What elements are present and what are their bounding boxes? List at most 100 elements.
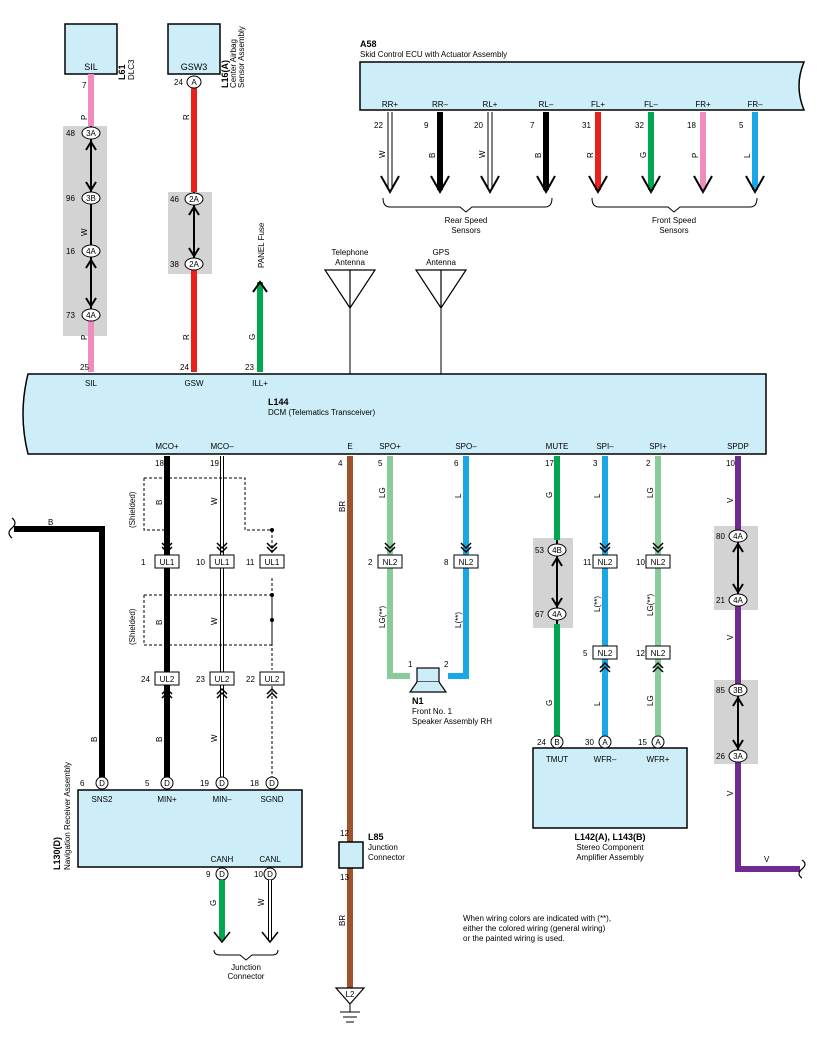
ul1-conn-11: UL1 11 — [246, 542, 285, 569]
telephone-antenna: Telephone Antenna — [323, 248, 377, 374]
svg-text:B: B — [428, 153, 437, 158]
canh-color: G — [209, 900, 218, 906]
ul2-conn-24: UL2 24 — [141, 671, 180, 699]
svg-text:D: D — [219, 779, 225, 788]
sil-pin-7: 7 — [82, 81, 87, 90]
svg-text:E: E — [347, 442, 352, 451]
conn-3a-top — [81, 126, 101, 140]
svg-text:A: A — [191, 78, 197, 87]
conn-2a-bot-label: 2A — [189, 260, 199, 269]
svg-text:SPDP: SPDP — [727, 442, 749, 451]
svg-text:UL1: UL1 — [215, 558, 230, 567]
e-ground-wire: BR BR 12 13 L85 Junction Connector L2 — [334, 456, 405, 1023]
svg-text:FR–: FR– — [747, 100, 763, 109]
svg-text:B: B — [534, 153, 543, 158]
svg-text:SPO+: SPO+ — [379, 442, 401, 451]
conn-4b-label: 4B — [552, 546, 562, 555]
gsw-color-bot: R — [182, 334, 191, 340]
a58-pin-FR–: FR–5L — [739, 100, 765, 195]
svg-text:11: 11 — [246, 558, 255, 567]
l144-pin-SPO+: SPO+ 5 — [378, 442, 401, 468]
spo-wires: LG L LG(**) L(**) 1 2 N1 Front No. 1 Spe… — [378, 456, 492, 726]
rear-speed-label1: Rear Speed — [445, 216, 488, 225]
spdp-color-2: V — [726, 634, 735, 640]
svg-text:W: W — [478, 150, 487, 158]
n1-pin2: 2 — [444, 660, 449, 669]
spdp-color-4: V — [764, 855, 770, 864]
spo-minus-color-low: L(**) — [454, 612, 463, 628]
l85-pin-top: 12 — [340, 829, 349, 838]
svg-text:WFR+: WFR+ — [647, 755, 670, 764]
svg-text:5: 5 — [378, 459, 383, 468]
svg-text:D: D — [267, 870, 273, 879]
conn-3a-top-num: 48 — [66, 129, 75, 138]
svg-text:12: 12 — [636, 649, 645, 658]
telephone-antenna-line2: Antenna — [335, 258, 365, 267]
note-line1: When wiring colors are indicated with (*… — [463, 914, 611, 923]
svg-text:RR+: RR+ — [382, 100, 399, 109]
l144-ref: L144 — [268, 397, 289, 407]
svg-text:19: 19 — [200, 779, 209, 788]
svg-text:SPO–: SPO– — [455, 442, 477, 451]
svg-text:FR+: FR+ — [695, 100, 711, 109]
svg-text:24: 24 — [141, 675, 150, 684]
a58-pin-FL+: FL+31R — [582, 100, 608, 195]
svg-text:10: 10 — [726, 459, 735, 468]
l85-pin-bot: 13 — [340, 873, 349, 882]
l144-pin-gsw: GSW — [184, 379, 204, 388]
l85-line2: Connector — [368, 853, 405, 862]
l142-amplifier — [532, 747, 688, 829]
svg-text:NL2: NL2 — [651, 558, 666, 567]
spdp-4a-top-num: 80 — [716, 532, 725, 541]
junction-connector-line1: Junction — [231, 963, 261, 972]
svg-text:A: A — [655, 738, 661, 747]
svg-text:2: 2 — [368, 558, 373, 567]
svg-text:SNS2: SNS2 — [92, 795, 113, 804]
svg-text:RR–: RR– — [432, 100, 449, 109]
spdp-3a-num: 26 — [716, 752, 725, 761]
spo-plus-color-low: LG(**) — [378, 605, 387, 628]
a58-pin-RL–: RL–7B — [530, 100, 556, 195]
svg-text:7: 7 — [530, 121, 535, 130]
svg-text:6: 6 — [80, 779, 85, 788]
svg-text:18: 18 — [155, 459, 164, 468]
svg-text:UL1: UL1 — [265, 558, 280, 567]
mco-minus-color-1: W — [210, 497, 219, 505]
ground-l2 — [334, 987, 366, 1005]
l144-pin-SPI+: SPI+2 — [646, 442, 667, 468]
svg-text:CANH: CANH — [211, 855, 234, 864]
spi-minus-color-top: L — [593, 493, 602, 498]
spdp-4a-bot-label: 4A — [733, 596, 743, 605]
a58-skid-control-ecu: A58 Skid Control ECU with Actuator Assem… — [359, 39, 806, 235]
spi-minus-color-bot: L — [593, 701, 602, 706]
l144-pin-ill: ILL+ — [252, 379, 268, 388]
spo-minus-color: L — [454, 493, 463, 498]
l144-pin-SPI–: SPI– 3 — [593, 442, 614, 468]
l16-ref: L16(A) — [220, 60, 230, 88]
telephone-antenna-line1: Telephone — [332, 248, 369, 257]
l142-line2: Amplifier Assembly — [576, 853, 644, 862]
gps-antenna: GPS Antenna — [414, 248, 468, 374]
svg-text:SPI–: SPI– — [596, 442, 614, 451]
svg-text:18: 18 — [250, 779, 259, 788]
e-color-bot: BR — [338, 915, 347, 926]
svg-text:UL2: UL2 — [160, 675, 175, 684]
spo-plus-color: LG — [378, 487, 387, 498]
svg-text:UL2: UL2 — [215, 675, 230, 684]
svg-text:3: 3 — [593, 459, 598, 468]
svg-text:A: A — [602, 738, 608, 747]
a58-name: Skid Control ECU with Actuator Assembly — [360, 50, 507, 59]
svg-text:FL+: FL+ — [591, 100, 605, 109]
a58-pin-FL–: FL–32G — [635, 100, 661, 195]
conn-4a-top-label: 4A — [86, 247, 96, 256]
svg-text:P: P — [691, 153, 700, 158]
